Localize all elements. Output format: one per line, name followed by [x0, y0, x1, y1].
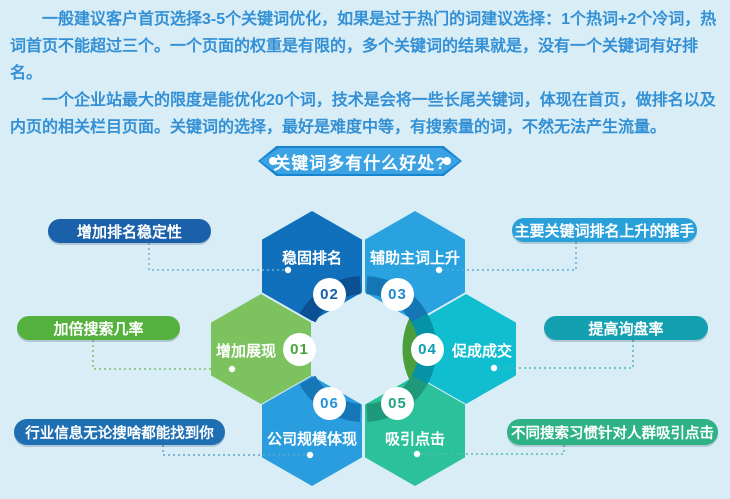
badge-number-05: 05	[388, 395, 407, 412]
badge-number-06: 06	[320, 395, 339, 412]
banner-right-dot-icon	[443, 157, 451, 165]
intro-text-block: 一般建议客户首页选择3-5个关键词优化，如果是过于热门的词建议选择：1个热词+2…	[10, 6, 722, 141]
number-badge-03: 03	[381, 278, 414, 311]
hexagon-label-02: 稳固排名	[281, 250, 342, 267]
badge-number-03: 03	[388, 286, 407, 303]
callout-left-middle: 加倍搜索几率	[17, 316, 180, 340]
hexagon-label-01: 增加展现	[216, 343, 277, 360]
number-badge-04: 04	[411, 333, 444, 366]
banner-left-dot-icon	[269, 157, 277, 165]
hexagon-label-03: 辅助主词上升	[369, 250, 460, 267]
callout-right-top: 主要关键词排名上升的推手	[512, 218, 697, 242]
banner-background	[260, 148, 460, 174]
intro-paragraph-1: 一般建议客户首页选择3-5个关键词优化，如果是过于热门的词建议选择：1个热词+2…	[10, 11, 717, 82]
banner-title: 关键词多有什么好处?	[273, 153, 447, 173]
badge-number-04: 04	[418, 341, 437, 358]
callout-left-top: 增加排名稳定性	[48, 219, 211, 243]
callout-right-bottom: 不同搜索习惯针对人群吸引点击	[507, 419, 718, 445]
section-title-banner: 关键词多有什么好处?	[258, 146, 462, 176]
number-badge-06: 06	[313, 387, 346, 420]
hexagon-label-05: 吸引点击	[384, 431, 445, 448]
badge-number-02: 02	[320, 286, 339, 303]
number-badge-02: 02	[313, 278, 346, 311]
hexagon-label-06: 公司规模体现	[266, 431, 357, 448]
callout-right-middle: 提高询盘率	[544, 316, 708, 340]
number-badge-05: 05	[381, 387, 414, 420]
intro-paragraph-2: 一个企业站最大的限度是能优化20个词，技术是会将一些长尾关键词，体现在首页，做排…	[10, 92, 716, 136]
number-badge-01: 01	[283, 333, 316, 366]
badge-number-01: 01	[290, 341, 309, 358]
callout-left-bottom: 行业信息无论搜啥都能找到你	[14, 419, 225, 445]
hexagon-label-04: 促成成交	[451, 343, 512, 360]
